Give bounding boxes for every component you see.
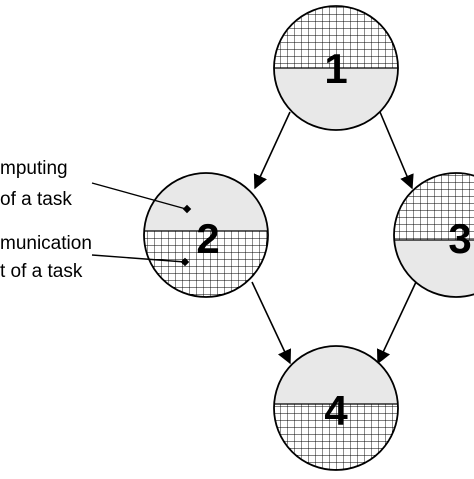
computing-label-line1: mputing bbox=[0, 158, 68, 179]
communication-pointer-dot bbox=[180, 257, 190, 267]
edge-2-4 bbox=[251, 281, 292, 365]
computing-label-line2: of a task bbox=[0, 189, 72, 210]
task-node-2: 2 bbox=[143, 172, 269, 298]
task-node-2-label: 2 bbox=[196, 215, 219, 262]
communication-label-line2: t of a task bbox=[0, 261, 83, 282]
edge-1-2 bbox=[253, 111, 291, 190]
edge-3-4 bbox=[376, 281, 417, 365]
edge-1-3 bbox=[379, 111, 414, 190]
computing-pointer-line bbox=[91, 182, 187, 210]
task-node-1: 1 bbox=[273, 5, 399, 131]
task-node-3-label: 3 bbox=[448, 215, 471, 262]
communication-label-line1: munication bbox=[0, 233, 92, 254]
task-node-4: 4 bbox=[273, 345, 399, 471]
task-node-4-label: 4 bbox=[324, 387, 348, 434]
task-node-3: 3 bbox=[393, 172, 474, 298]
computing-pointer-dot bbox=[182, 204, 192, 214]
communication-pointer-line bbox=[91, 254, 186, 263]
task-node-1-label: 1 bbox=[324, 45, 347, 92]
